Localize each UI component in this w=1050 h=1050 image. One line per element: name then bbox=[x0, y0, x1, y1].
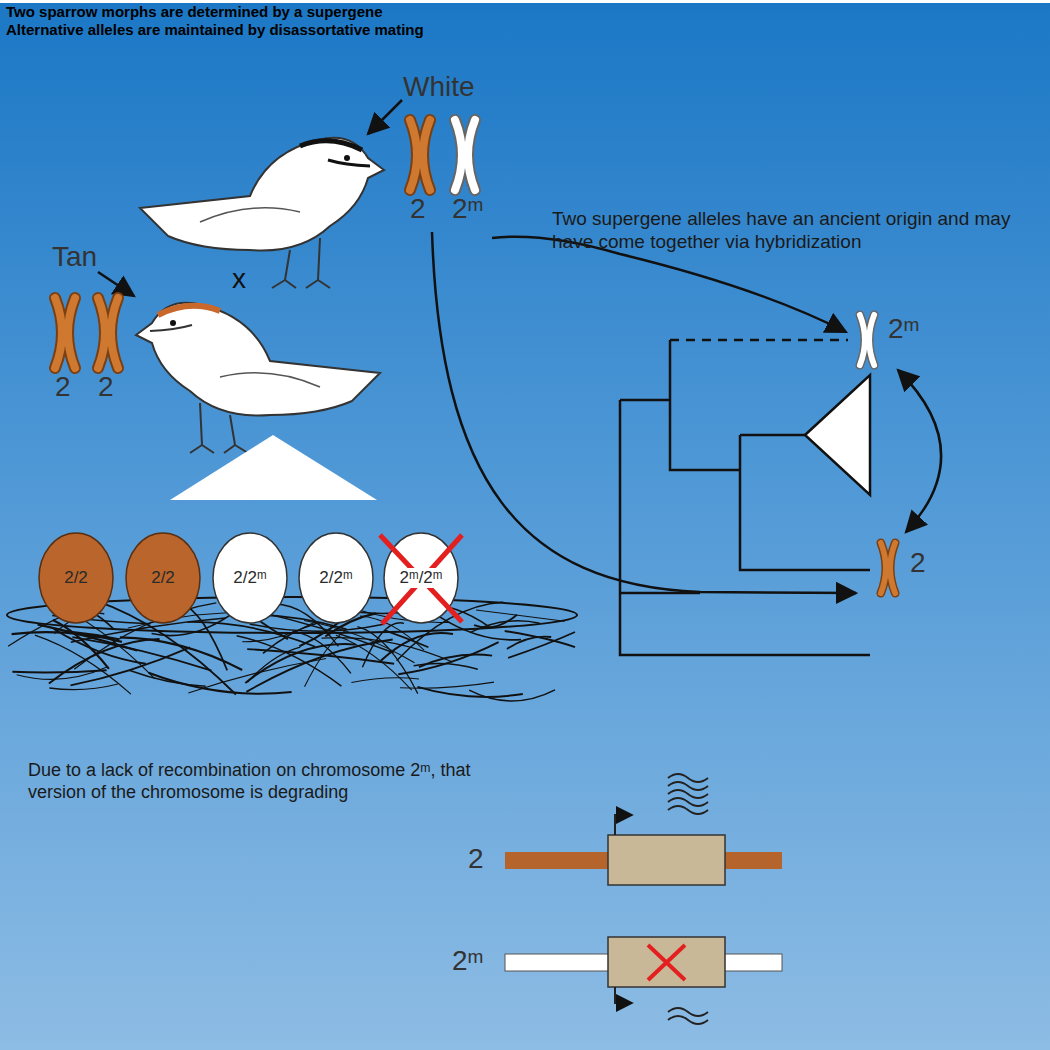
morph-name: White bbox=[403, 70, 475, 104]
nest-part bbox=[246, 640, 392, 692]
chromosome-label: 2 bbox=[55, 370, 71, 404]
egg: 2/2 bbox=[38, 533, 114, 623]
phylogeny-part bbox=[805, 375, 870, 495]
nest-part bbox=[188, 658, 326, 693]
pointer-arrow bbox=[368, 100, 402, 134]
genotype-label: 2/2ᵐ bbox=[319, 568, 352, 588]
chromosome-2m bbox=[860, 315, 874, 365]
tan-bird-part bbox=[158, 306, 220, 315]
phylogeny-part bbox=[670, 340, 740, 470]
chromosome-2 bbox=[98, 298, 118, 368]
nest-part bbox=[17, 667, 109, 680]
egg: 2/2ᵐ bbox=[298, 533, 374, 623]
nest-part bbox=[67, 631, 119, 639]
egg: 2ᵐ/2ᵐ bbox=[383, 533, 459, 623]
nest-part bbox=[469, 690, 555, 701]
title: Two sparrow morphs are determined by a s… bbox=[6, 3, 383, 21]
nest-part bbox=[305, 629, 347, 686]
nest-part bbox=[398, 642, 498, 674]
genotype-label: 2ᵐ/2ᵐ bbox=[397, 568, 444, 588]
nest-part bbox=[250, 624, 384, 631]
phylogeny-part bbox=[740, 434, 805, 437]
genotype-label: 2/2ᵐ bbox=[233, 568, 266, 588]
egg: 2/2ᵐ bbox=[212, 533, 288, 623]
nest-part bbox=[247, 647, 300, 682]
chromosome-2m-bar-part bbox=[668, 1008, 708, 1016]
chromosome-label: 2 bbox=[410, 192, 426, 226]
chromosome-2-bar-part bbox=[615, 815, 632, 835]
white-bird bbox=[140, 138, 384, 288]
dashed-branch bbox=[670, 339, 848, 342]
white-bird-part bbox=[328, 160, 370, 166]
cross-symbol: x bbox=[232, 262, 246, 296]
chromosome-2m bbox=[455, 120, 475, 190]
chromosome-2m-bar-part bbox=[608, 937, 725, 987]
nest-part bbox=[400, 682, 494, 688]
chromosome-2-bar-part bbox=[668, 806, 708, 814]
nest-part bbox=[476, 610, 565, 621]
origin-arrow bbox=[432, 232, 856, 593]
eggs bbox=[39, 533, 462, 624]
eggs-part bbox=[299, 533, 373, 623]
chromosome-2-bar-part bbox=[668, 798, 708, 806]
chromosome-label: 2 bbox=[910, 546, 926, 580]
nest-part bbox=[237, 636, 342, 686]
chromosome-label: 2ᵐ bbox=[888, 312, 920, 346]
phylogeny-part bbox=[620, 399, 670, 402]
eggs-part bbox=[39, 533, 113, 623]
nest-part bbox=[507, 637, 551, 649]
nest-part bbox=[54, 629, 146, 664]
chromosome-2m-bar-part bbox=[648, 945, 685, 980]
nest-part bbox=[304, 621, 414, 663]
chromosome-2-bar-part bbox=[668, 782, 708, 790]
chromosome-2m-bar-part bbox=[615, 987, 632, 1003]
phylogeny bbox=[620, 340, 870, 655]
chromosome-label: 2ᵐ bbox=[452, 192, 484, 226]
nest-part bbox=[381, 633, 453, 661]
top-rule bbox=[0, 0, 1050, 3]
note: Two supergene alleles have an ancient or… bbox=[552, 208, 1042, 254]
eggs-part bbox=[213, 533, 287, 623]
chromosome-label: 2 bbox=[468, 842, 484, 876]
chromosome-2-bar-part bbox=[608, 835, 725, 885]
genotype-label: 2/2 bbox=[64, 568, 88, 588]
nest-part bbox=[351, 678, 419, 683]
eggs-part bbox=[126, 533, 200, 623]
chromosome-2 bbox=[881, 543, 895, 593]
tan-bird-part bbox=[150, 325, 192, 331]
chromosome-2-bar-part bbox=[668, 790, 708, 798]
nest-part bbox=[187, 622, 315, 647]
nest-part bbox=[247, 649, 394, 664]
note: Due to a lack of recombination on chromo… bbox=[28, 760, 528, 803]
morph-name: Tan bbox=[52, 240, 97, 274]
chromosome-2m-bar bbox=[505, 937, 782, 1024]
chromosome-2-bar bbox=[505, 774, 782, 885]
tan-bird bbox=[136, 303, 380, 453]
relation-arrow bbox=[898, 370, 941, 532]
nest-part bbox=[49, 684, 118, 690]
subtitle: Alternative alleles are maintained by di… bbox=[6, 21, 424, 39]
offspring-triangle bbox=[170, 435, 377, 500]
egg: 2/2 bbox=[125, 533, 201, 623]
nest-part bbox=[129, 670, 206, 686]
white-bird-part bbox=[296, 148, 364, 156]
chromosome-2 bbox=[55, 298, 75, 368]
lethal-cross bbox=[380, 535, 462, 624]
chromosome-2-bar-part bbox=[668, 774, 708, 782]
nest-part bbox=[508, 632, 575, 658]
nest-part bbox=[120, 637, 242, 670]
chromosome-label: 2ᵐ bbox=[452, 944, 484, 978]
chromosome-label: 2 bbox=[98, 370, 114, 404]
chromosome-2m-bar-part bbox=[668, 1016, 708, 1024]
white-bird-part bbox=[140, 138, 384, 288]
chromosome-2 bbox=[410, 120, 430, 190]
nest-part bbox=[71, 647, 191, 685]
nest-part bbox=[414, 664, 478, 670]
tan-bird-part bbox=[136, 303, 380, 453]
phylogeny-part bbox=[620, 592, 700, 595]
genotype-label: 2/2 bbox=[151, 568, 175, 588]
